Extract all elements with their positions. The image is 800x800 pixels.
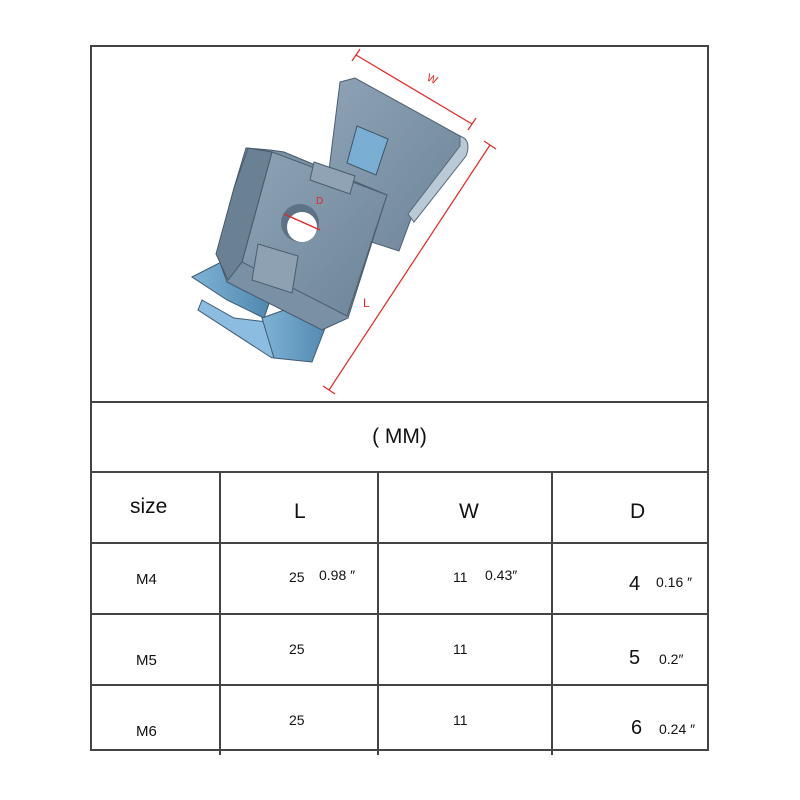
diameter-inch: 0.24 ″ [659,721,696,737]
product-photo-cell: W L D [92,47,707,403]
width-mm: 11 [453,641,468,657]
diameter-mm: 5 [629,647,641,669]
size-value: M5 [136,652,157,669]
width-dimension-line [351,48,477,131]
spec-sheet: W L D ( MM) size L W D M4 [90,45,709,755]
header-L: L [221,473,379,542]
width-mm: 11 [453,569,468,585]
table-row: M6 25 11 6 0.24 ″ [92,686,707,755]
width-mm: 11 [453,712,468,728]
header-W: W [379,473,553,542]
length-mm: 25 [289,641,305,657]
clip-body [191,77,469,363]
dimension-table: size L W D M4 25 0.98 ″ 11 0.43″ 4 0.16 … [92,473,707,755]
diameter-label: D [316,196,323,207]
u-nut-clip-illustration: W L D [191,48,497,395]
header-size: size [92,473,221,542]
unit-caption: ( MM) [372,425,427,448]
length-dimension-line [322,140,497,395]
diameter-mm: 4 [629,573,641,595]
table-row: M4 25 0.98 ″ 11 0.43″ 4 0.16 ″ [92,544,707,615]
table-header-row: size L W D [92,473,707,544]
width-label: W [425,72,440,88]
length-label: L [363,296,370,310]
diameter-inch: 0.2″ [659,651,684,667]
diameter-inch: 0.16 ″ [656,574,693,590]
width-inch: 0.43″ [485,567,518,583]
size-value: M6 [136,723,157,740]
unit-caption-row: ( MM) [92,403,707,473]
length-inch: 0.98 ″ [319,567,356,583]
header-D: D [630,500,646,523]
length-mm: 25 [289,712,305,728]
table-row: M5 25 11 5 0.2″ [92,615,707,686]
diameter-mm: 6 [631,717,643,739]
size-value: M4 [136,571,157,588]
diameter-dimension-line [283,213,321,231]
length-mm: 25 [289,569,305,585]
